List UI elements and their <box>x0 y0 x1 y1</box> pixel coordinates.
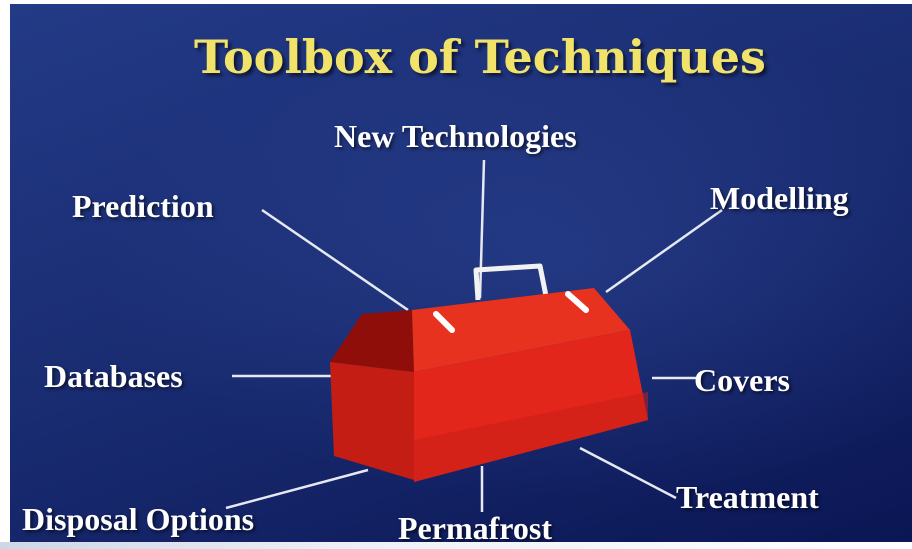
label-modelling: Modelling <box>710 180 849 216</box>
connector-new-technologies <box>478 159 486 299</box>
label-permafrost: Permafrost <box>398 510 552 546</box>
connector-prediction <box>261 208 409 312</box>
toolbox-icon <box>330 263 648 482</box>
toolbox-latch-right <box>565 291 589 313</box>
label-disposal-options: Disposal Options <box>22 501 255 537</box>
label-prediction: Prediction <box>72 188 214 224</box>
toolbox-handle <box>473 263 549 301</box>
label-covers: Covers <box>694 362 790 398</box>
slide-title: Toolbox of Techniques <box>194 30 766 84</box>
toolbox-latch-left <box>433 311 455 333</box>
toolbox-end-roof <box>330 310 414 372</box>
toolbox-front-shade <box>414 392 648 482</box>
label-new-technologies: New Technologies <box>334 118 577 154</box>
toolbox-end-side <box>330 362 414 480</box>
connector-treatment <box>579 446 677 500</box>
label-treatment: Treatment <box>676 479 819 515</box>
label-databases: Databases <box>44 358 183 394</box>
slide <box>10 4 912 542</box>
connector-disposal-options <box>225 468 369 510</box>
bottom-edge <box>0 542 912 549</box>
toolbox-roof <box>412 288 630 372</box>
connector-modelling <box>605 208 723 294</box>
connector-lines <box>225 159 723 512</box>
